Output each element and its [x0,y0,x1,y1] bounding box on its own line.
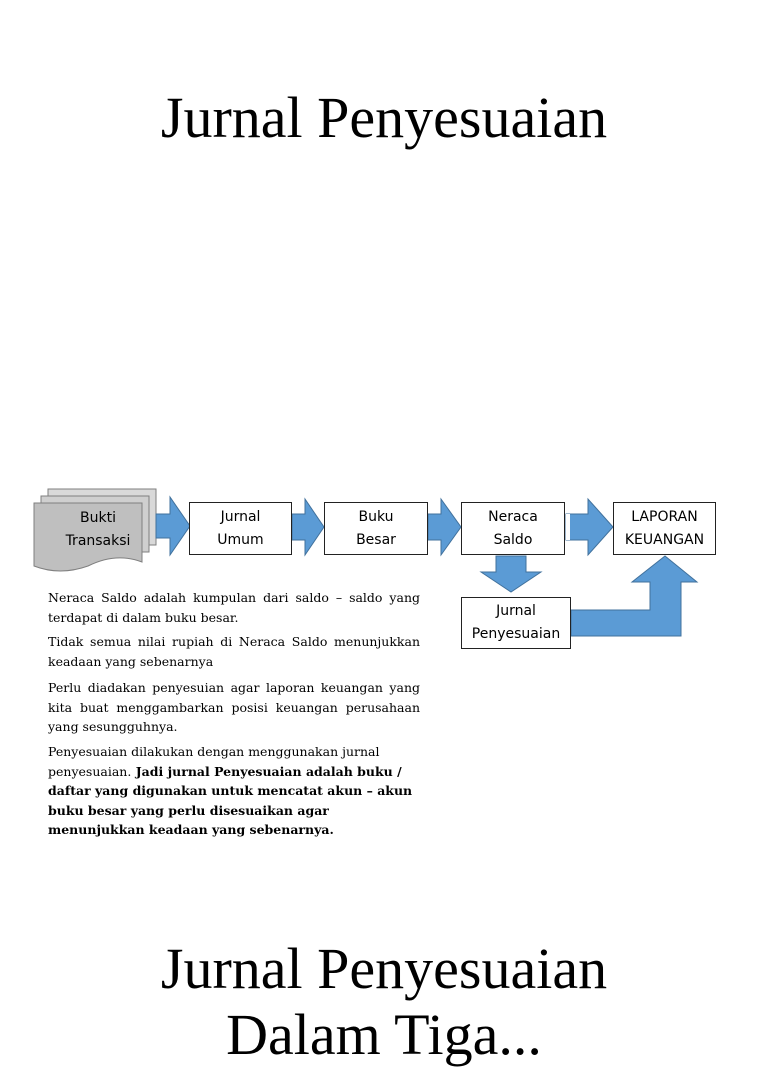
laporan-keuangan-label: LAPORAN KEUANGAN [624,508,705,548]
paragraph-definisi-bold: Jadi jurnal Penyesuaian adalah buku / da… [48,763,413,838]
paragraph-perlu-penyesuaian: Perlu diadakan penyesuian agar laporan k… [48,680,420,734]
jurnal-penyesuaian-label: Jurnal Penyesuaian [471,603,561,642]
slide-title: Jurnal Penyesuaian [160,85,608,150]
paragraph-definisi: Penyesuaian dilakukan dengan menggunakan… [48,742,420,840]
neraca-saldo-label: Neraca Saldo [488,508,538,548]
bukti-transaksi-label: Bukti Transaksi [65,510,131,549]
buku-besar-label: Buku Besar [356,508,396,548]
down-arrow [479,555,543,593]
jurnal-penyesuaian-box: Jurnal Penyesuaian [461,597,571,649]
document-stack-icon [33,488,157,572]
flow-arrow [427,497,462,557]
slide-2-title-line-1: Jurnal Penyesuaian [160,936,608,1001]
flow-arrow [291,497,325,557]
flow-arrow [155,495,191,557]
buku-besar-box: Buku Besar [324,502,428,555]
return-arrow [570,555,699,637]
neraca-saldo-box: Neraca Saldo [461,502,565,555]
flow-diagram [33,488,699,637]
jurnal-umum-label: Jurnal Umum [217,508,264,548]
paragraph-definisi-intro: Penyesuaian dilakukan dengan menggunakan… [48,744,380,779]
flow-arrow [565,497,614,557]
paragraph-nilai-rupiah: Tidak semua nilai rupiah di Neraca Saldo… [48,634,420,669]
slide-2-title-line-2: Dalam Tiga... [226,1002,542,1067]
jurnal-umum-box: Jurnal Umum [189,502,292,555]
paragraph-neraca-saldo: Neraca Saldo adalah kumpulan dari saldo … [48,590,420,625]
laporan-keuangan-box: LAPORAN KEUANGAN [613,502,716,555]
